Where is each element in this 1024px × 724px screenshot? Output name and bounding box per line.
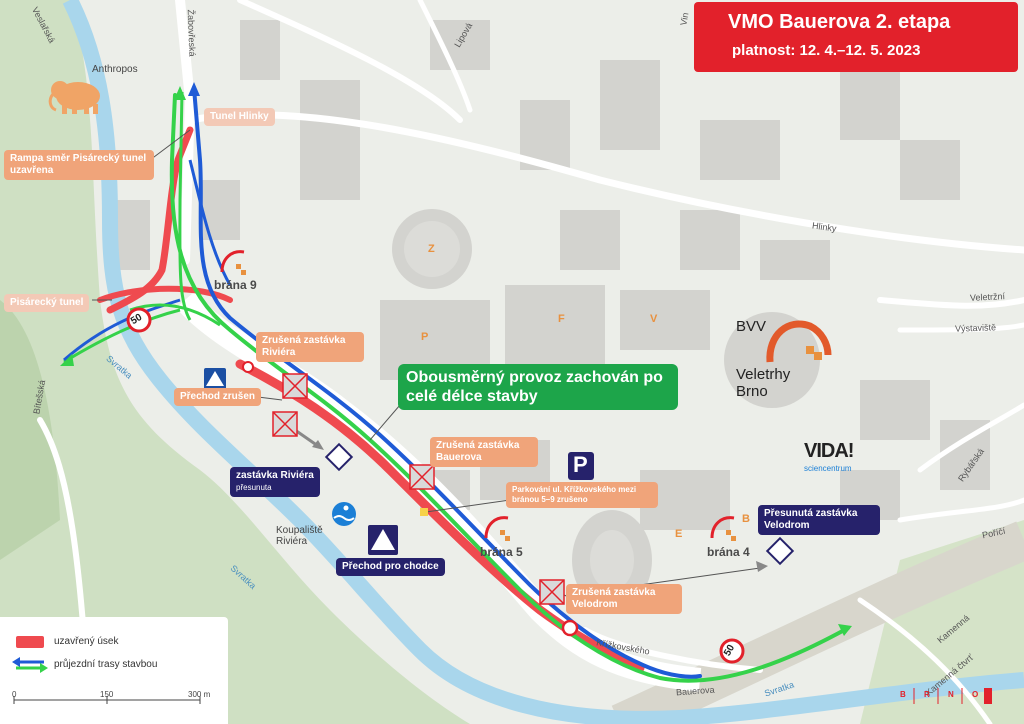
swimming-icon (332, 502, 356, 526)
gate-5-label: brána 5 (480, 545, 523, 559)
buildings (110, 20, 990, 530)
vida-logo-sub: sciencentrum (804, 464, 852, 473)
brno-logo: B R N O (896, 686, 992, 706)
arrow-head-up-blue (188, 82, 200, 96)
legend-detour-label: průjezdní trasy stavbou (54, 659, 158, 670)
bvv-logo (766, 320, 832, 363)
scale-label-150: 150 (100, 690, 114, 699)
anthropos-label: Anthropos (92, 64, 138, 75)
koupaliste-label: Koupaliště Riviéra (276, 525, 323, 547)
arrow-head-up-green (174, 86, 186, 100)
gate-logo (220, 250, 735, 539)
pisarecky-tunel-label: Pisárecký tunel (4, 294, 90, 312)
parking-cancelled-label: Parkování ul. Křížkovského mezi bránou 5… (506, 482, 658, 508)
riviera-stop-title: zastávka Riviéra (236, 470, 314, 481)
brno-letter-r: R (924, 690, 930, 699)
park-area (0, 0, 470, 724)
street-zabovreska: Žabovřeská (185, 9, 198, 57)
validity-period: platnost: 12. 4.–12. 5. 2023 (732, 42, 921, 59)
arrow-head-right (838, 624, 852, 636)
street-vystaviste: Výstaviště (954, 322, 997, 334)
river-svratka (62, 0, 1024, 724)
cancelled-stop-bauerova-label: Zrušená zastávka Bauerova (430, 437, 538, 467)
brno-letter-n: N (948, 690, 954, 699)
scale-label-300: 300 m (188, 690, 211, 699)
mammoth-icon (48, 81, 100, 114)
scale-label-0: 0 (12, 690, 17, 699)
cancelled-stop-velodrom-label: Zrušená zastávka Velodrom (566, 584, 682, 614)
legend-panel: uzavřený úsek průjezdní trasy stavbou 0 … (0, 617, 228, 724)
cancelled-stop-riviera-label: Zrušená zastávka Riviéra (256, 332, 364, 362)
hall-f: F (558, 313, 565, 325)
parking-icon (568, 452, 594, 480)
page-title: VMO Bauerova 2. etapa (728, 11, 951, 33)
brno-letter-o: O (972, 690, 979, 699)
vida-logo-text: VIDA! (804, 440, 854, 462)
brno-letter-b: B (900, 690, 906, 699)
two-way-traffic-banner: Obousměrný provoz zachován po celé délce… (398, 364, 678, 410)
hall-b: B (742, 513, 750, 525)
cancelled-stop-icon (272, 373, 565, 605)
gate-4-label: brána 4 (707, 545, 750, 559)
bus-stop-icon (324, 442, 795, 566)
street-veletrzni: Veletržní (969, 291, 1006, 303)
tunel-hlinky-label: Tunel Hlinky (204, 108, 275, 126)
hall-p: P (421, 331, 429, 343)
hall-z: Z (428, 243, 435, 255)
crosswalk-icon (204, 368, 398, 555)
pedestrian-crossing-label: Přechod pro chodce (336, 558, 445, 576)
closed-section (235, 359, 645, 673)
hall-e: E (675, 528, 683, 540)
gate-9-label: brána 9 (214, 278, 257, 292)
rampa-closed-label: Rampa směr Pisárecký tunel uzavřena (4, 150, 154, 180)
parking-sign-letter: P (573, 452, 588, 477)
closed-ramp (106, 126, 194, 314)
riviera-stop-subtitle: přesunuta (236, 483, 272, 492)
arrow-head-left (60, 354, 74, 366)
crossing-cancelled-label: Přechod zrušen (174, 388, 262, 406)
detour-green (169, 93, 850, 683)
moved-stop-velodrom-label: Přesunutá zastávka Velodrom (758, 505, 880, 535)
speed-limit-sign (126, 307, 745, 664)
hall-v: V (650, 313, 658, 325)
end-of-closure-marker (561, 619, 579, 637)
bvv-title: BVV (736, 318, 767, 335)
legend-closed-label: uzavřený úsek (54, 636, 119, 647)
bvv-subtitle-2: Brno (736, 383, 768, 400)
riviera-stop-moved-label: zastávka Riviéra přesunuta (230, 467, 320, 497)
bvv-subtitle-1: Veletrhy (736, 366, 791, 383)
title-box: VMO Bauerova 2. etapa platnost: 12. 4.–1… (694, 2, 1018, 72)
